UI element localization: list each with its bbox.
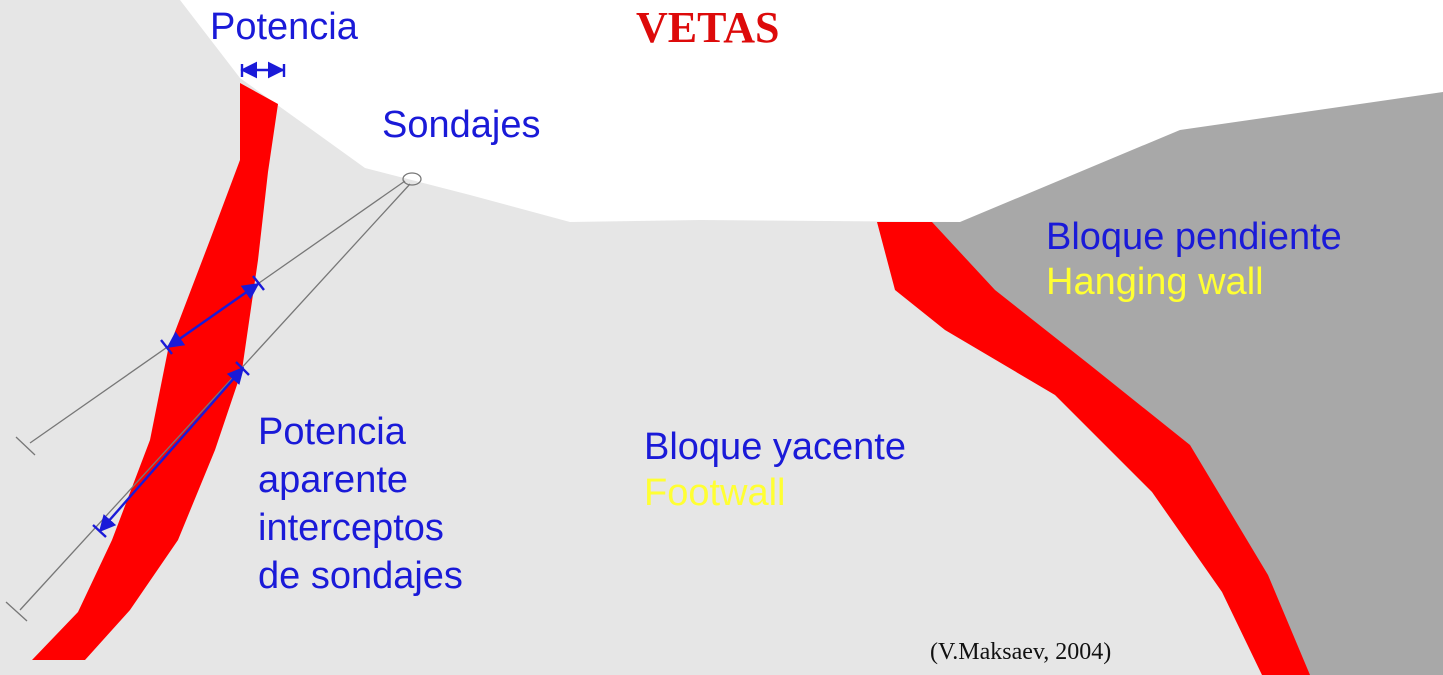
label-potencia: Potencia [210,6,358,48]
intercept-arrows [92,275,265,538]
intercept-tick [235,361,250,376]
label-apparent-thickness: Potencia aparente interceptos de sondaje… [258,408,463,600]
apparent-line-1: Potencia [258,411,406,453]
drill-hole-upper-end [15,436,36,456]
right-vein [877,222,1310,675]
apparent-line-3: interceptos [258,507,444,549]
intercept-tick [92,524,107,538]
thickness-indicator [240,61,286,79]
label-bloque-pendiente: Bloque pendiente [1046,216,1342,258]
intercept-tick [252,275,265,291]
intercept-arrow-lower [98,366,245,533]
hanging-wall-block [880,92,1443,675]
apparent-line-4: de sondajes [258,555,463,597]
left-vein [32,83,278,660]
label-bloque-yacente: Bloque yacente [644,426,906,468]
credit-text: (V.Maksaev, 2004) [930,639,1112,665]
label-sondajes: Sondajes [382,104,541,146]
label-hanging-wall: Hanging wall [1046,261,1264,303]
diagram-title: VETAS [636,3,780,52]
intercept-tick [160,339,173,355]
drill-collar-icon [402,172,422,186]
apparent-line-2: aparente [258,459,409,501]
drill-hole-lower-end [5,601,28,622]
intercept-arrow-upper [166,283,260,348]
label-footwall: Footwall [644,472,786,514]
